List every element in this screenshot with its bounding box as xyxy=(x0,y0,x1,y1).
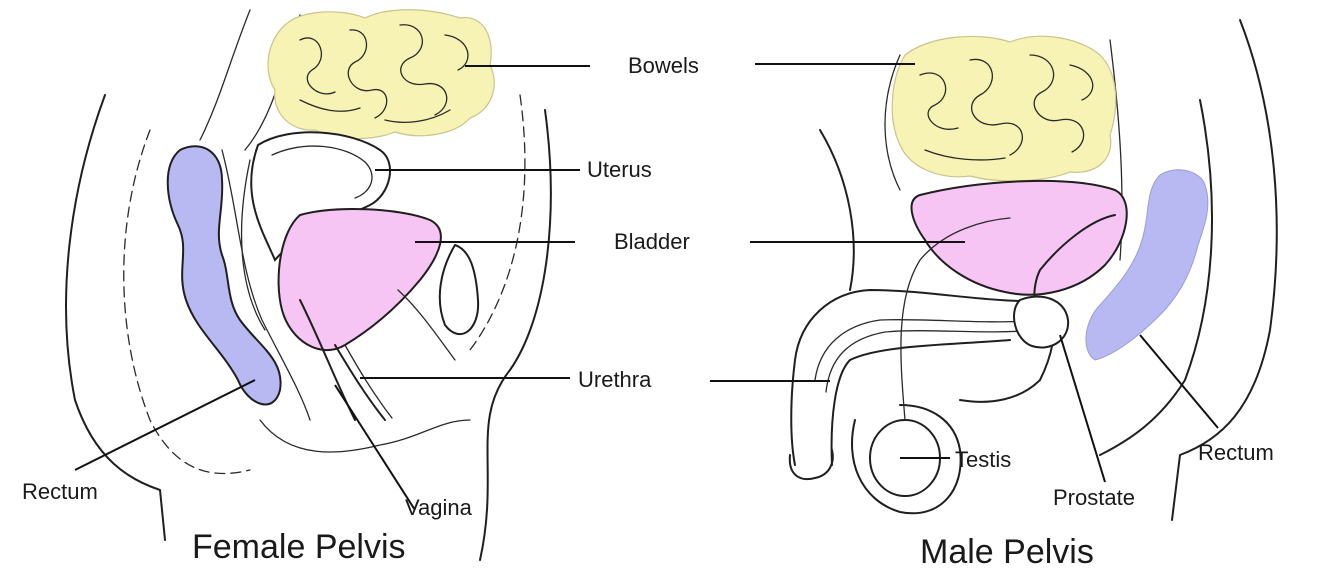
label-uterus: Uterus xyxy=(587,159,652,181)
female-urethra-channel xyxy=(335,345,385,420)
title-male-pelvis: Male Pelvis xyxy=(920,535,1094,569)
female-bladder-shape xyxy=(279,209,441,350)
female-front-contour xyxy=(480,110,551,560)
label-rectum-female: Rectum xyxy=(22,481,98,503)
leader-rectum-female xyxy=(75,380,255,470)
female-back-contour xyxy=(66,95,165,540)
female-pubic-bone xyxy=(440,245,478,334)
male-bowels-shape xyxy=(892,36,1116,181)
male-prostate-shape xyxy=(1014,297,1068,348)
label-prostate: Prostate xyxy=(1053,487,1135,509)
label-testis: Testis xyxy=(955,449,1011,471)
label-bladder: Bladder xyxy=(614,231,690,253)
male-front-contour xyxy=(820,130,854,290)
title-female-pelvis: Female Pelvis xyxy=(192,530,406,564)
male-urethra-line-1 xyxy=(815,320,1040,380)
label-urethra: Urethra xyxy=(578,369,651,391)
female-pelvis-illustration xyxy=(66,10,551,560)
male-bladder-shape xyxy=(912,181,1127,295)
female-perineum xyxy=(260,420,470,452)
female-urethra-wall xyxy=(345,345,392,418)
leader-rectum-male xyxy=(1140,335,1218,428)
label-bowels: Bowels xyxy=(628,55,699,77)
female-bowels-shape xyxy=(268,10,494,139)
leader-vagina xyxy=(335,385,415,510)
label-vagina: Vagina xyxy=(405,497,472,519)
male-urethra-line-2 xyxy=(826,330,1035,392)
label-rectum-male: Rectum xyxy=(1198,442,1274,464)
male-glans xyxy=(790,450,833,479)
